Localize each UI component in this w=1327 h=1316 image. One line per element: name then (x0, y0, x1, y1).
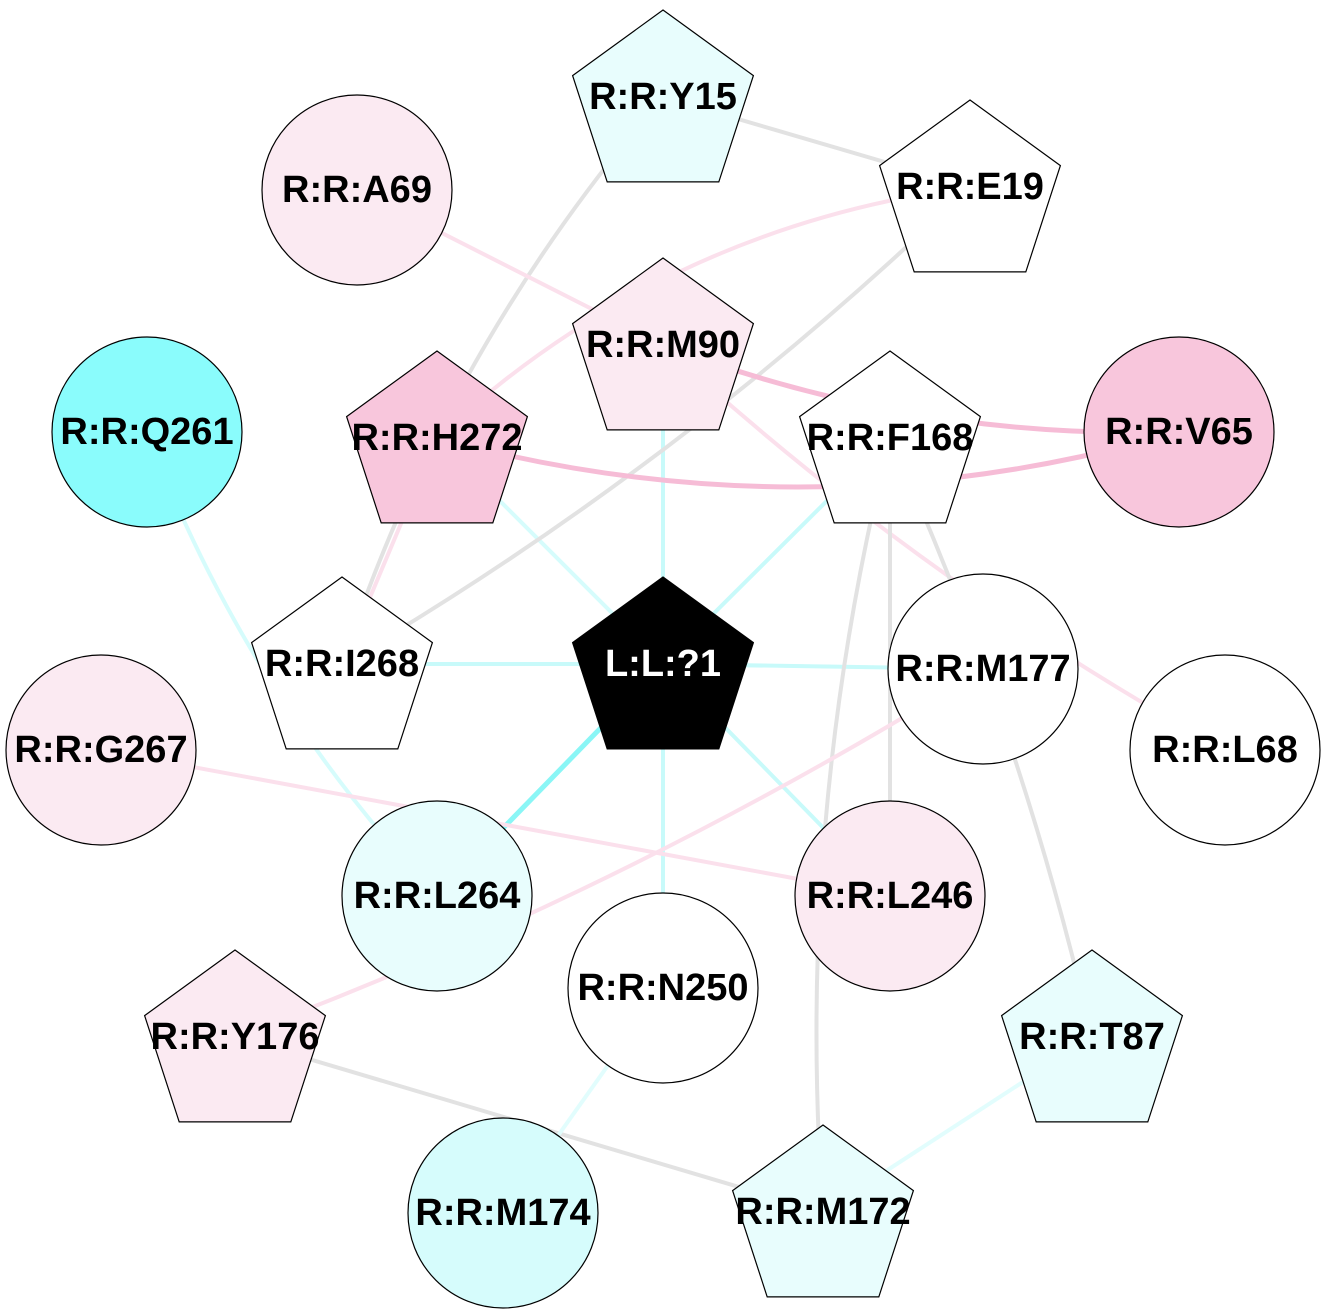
node-pentagon-shape (878, 99, 1062, 273)
node-pentagon-shape (571, 576, 755, 750)
node-r-r-v65[interactable]: R:R:V65 (1083, 336, 1275, 528)
node-r-r-t87[interactable]: R:R:T87 (1000, 949, 1184, 1123)
node-circle-shape (887, 573, 1079, 765)
node-r-r-l246[interactable]: R:R:L246 (794, 800, 986, 992)
node-r-r-m177[interactable]: R:R:M177 (887, 573, 1079, 765)
node-r-r-m172[interactable]: R:R:M172 (731, 1124, 915, 1298)
edge-r-r-e19-to-r-r-h272 (435, 185, 972, 440)
node-label: R:R:Y176 (151, 1016, 320, 1058)
node-label: R:R:A69 (282, 169, 432, 211)
node-r-r-m174[interactable]: R:R:M174 (407, 1117, 599, 1309)
node-circle-shape (5, 654, 197, 846)
node-label: R:R:M174 (415, 1192, 590, 1234)
node-label: R:R:L264 (354, 875, 521, 917)
node-r-r-q261[interactable]: R:R:Q261 (51, 336, 243, 528)
edge-r-r-h272-to-r-r-v65 (434, 429, 1182, 490)
edge-r-r-e19-to-r-r-i268 (340, 185, 972, 666)
node-circle-shape (407, 1117, 599, 1309)
node-label: R:R:M177 (895, 648, 1070, 690)
node-label: R:R:Y15 (589, 76, 737, 118)
node-circle-shape (794, 800, 986, 992)
node-r-r-i268[interactable]: R:R:I268 (250, 576, 434, 750)
node-r-r-l264[interactable]: R:R:L264 (341, 800, 533, 992)
node-circle-shape (261, 94, 453, 286)
node-r-r-f168[interactable]: R:R:F168 (798, 350, 982, 524)
node-label: R:R:M172 (735, 1191, 910, 1233)
node-pentagon-shape (731, 1124, 915, 1298)
node-circle-shape (1083, 336, 1275, 528)
node-label: R:R:L68 (1152, 729, 1298, 771)
node-r-r-m90[interactable]: R:R:M90 (571, 257, 755, 431)
node-pentagon-shape (1000, 949, 1184, 1123)
node-label: R:R:M90 (586, 324, 740, 366)
node-circle-shape (1129, 654, 1321, 846)
node-label: R:R:L246 (807, 875, 974, 917)
node-label: R:R:Q261 (60, 411, 233, 453)
node-pentagon-shape (571, 257, 755, 431)
node-circle-shape (341, 800, 533, 992)
node-label: R:R:E19 (896, 166, 1044, 208)
node-r-r-g267[interactable]: R:R:G267 (5, 654, 197, 846)
node-label: R:R:N250 (577, 967, 748, 1009)
edge-r-r-f168-to-r-r-m172 (814, 436, 892, 1214)
node-r-r-a69[interactable]: R:R:A69 (261, 94, 453, 286)
edge-r-r-m90-to-r-r-l68 (661, 343, 1227, 752)
node-pentagon-shape (143, 949, 327, 1123)
node-l-l-1[interactable]: L:L:?1 (571, 576, 755, 750)
node-r-r-e19[interactable]: R:R:E19 (878, 99, 1062, 273)
node-label: R:R:H272 (351, 417, 522, 459)
node-r-r-y176[interactable]: R:R:Y176 (143, 949, 327, 1123)
node-r-r-l68[interactable]: R:R:L68 (1129, 654, 1321, 846)
node-r-r-n250[interactable]: R:R:N250 (567, 892, 759, 1084)
node-pentagon-shape (250, 576, 434, 750)
node-label: L:L:?1 (605, 643, 721, 685)
node-label: R:R:T87 (1019, 1016, 1165, 1058)
node-r-r-y15[interactable]: R:R:Y15 (571, 9, 755, 183)
node-circle-shape (567, 892, 759, 1084)
node-label: R:R:V65 (1105, 411, 1253, 453)
node-circle-shape (51, 336, 243, 528)
edge-r-r-m177-to-r-r-y176 (233, 667, 985, 1039)
node-pentagon-shape (345, 350, 529, 524)
node-pentagon-shape (571, 9, 755, 183)
node-r-r-h272[interactable]: R:R:H272 (345, 350, 529, 524)
node-label: R:R:G267 (14, 729, 187, 771)
node-label: R:R:F168 (807, 417, 974, 459)
node-pentagon-shape (798, 350, 982, 524)
node-label: R:R:I268 (265, 643, 419, 685)
